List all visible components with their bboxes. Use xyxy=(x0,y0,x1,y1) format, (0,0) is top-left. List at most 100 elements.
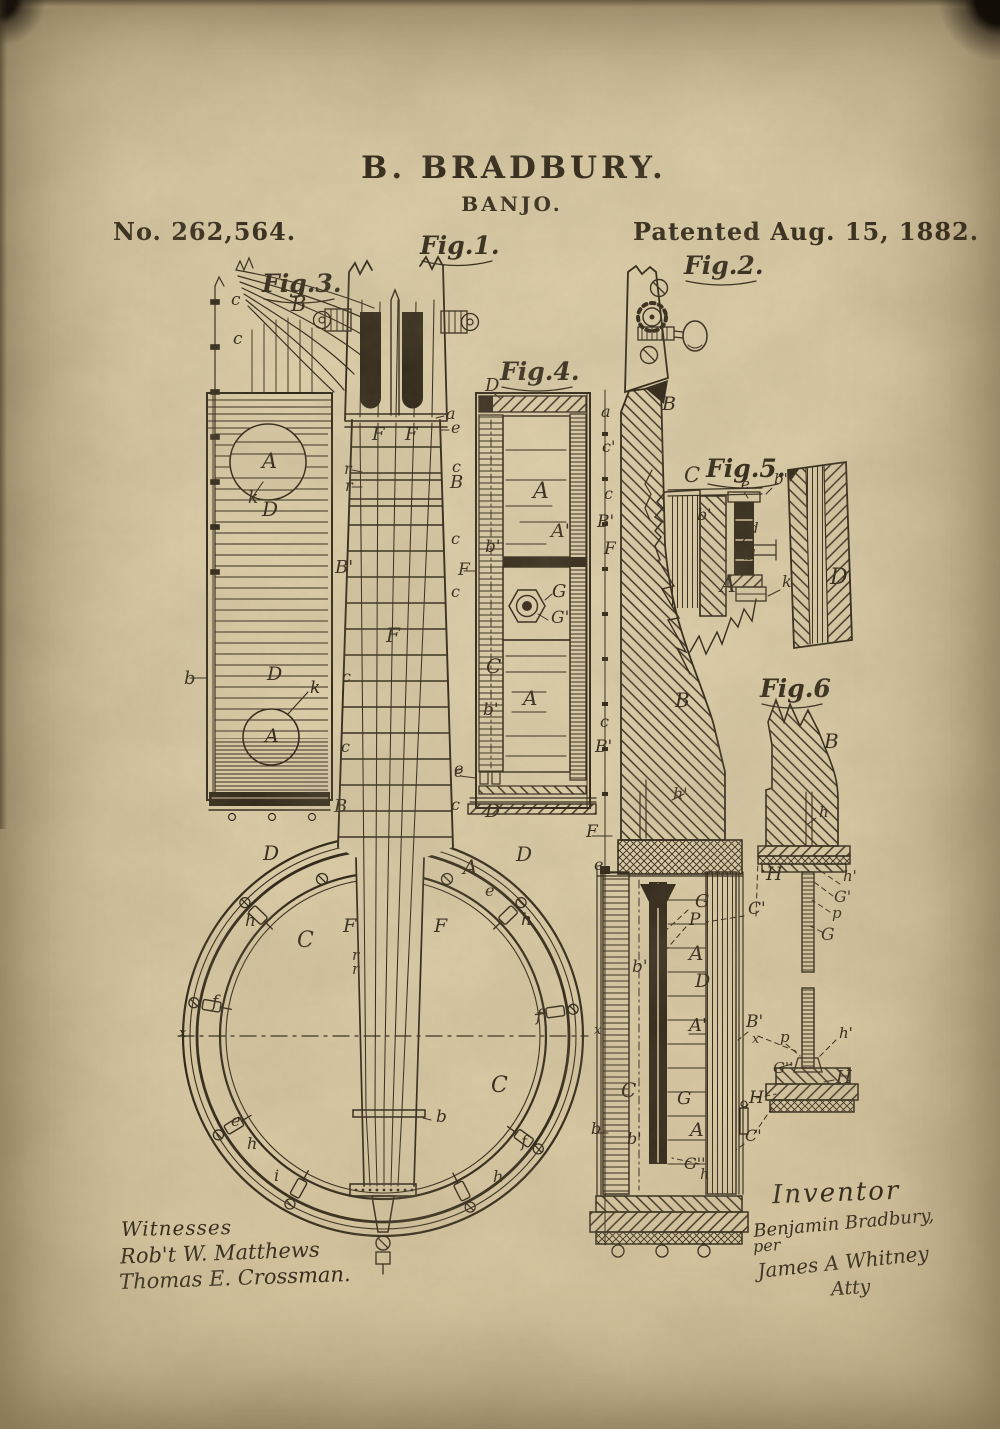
part-label-D: D xyxy=(829,565,848,590)
part-label-C: C xyxy=(297,928,314,953)
part-label-D: D xyxy=(266,663,282,685)
part-label-r: r xyxy=(352,960,360,978)
part-label-h: h xyxy=(819,803,829,821)
part-label-D: D xyxy=(484,375,500,396)
part-label-c': c' xyxy=(602,437,615,456)
part-label-D: D xyxy=(694,970,710,992)
part-label-b'': b'' xyxy=(774,470,792,488)
corner-mark-top-left xyxy=(0,0,80,46)
part-label-e: e xyxy=(594,855,603,874)
part-label-a: a xyxy=(601,402,611,421)
part-label-b': b' xyxy=(697,505,712,524)
part-label-G: G xyxy=(695,891,709,912)
part-label-D: D xyxy=(515,842,532,866)
part-label-r: r xyxy=(345,476,354,495)
fig1-label: Fig.1. xyxy=(419,231,500,260)
part-label-b: b xyxy=(436,1107,447,1127)
part-label-F: F xyxy=(404,424,419,445)
part-label-i: i xyxy=(742,557,746,573)
part-label-x: x xyxy=(179,1026,187,1041)
part-label-F: F xyxy=(433,915,448,937)
part-label-P: P xyxy=(688,910,701,930)
part-label-k: k xyxy=(782,572,792,591)
part-label-x: x xyxy=(752,1032,760,1047)
part-label-h: h xyxy=(493,1167,503,1186)
corner-mark-top-right xyxy=(890,0,1000,60)
part-label-c: c xyxy=(451,529,460,548)
part-label-c: c xyxy=(342,667,351,686)
part-label-F: F xyxy=(342,915,357,937)
part-label-B: B xyxy=(823,729,839,753)
witnesses-heading: Witnesses xyxy=(120,1215,233,1241)
part-label-A: A xyxy=(718,573,736,598)
fig1-neck-fill xyxy=(338,420,453,1186)
fig4-label: Fig.4. xyxy=(499,357,580,386)
part-label-A: A xyxy=(461,855,477,879)
part-label-G'': G'' xyxy=(773,1059,793,1077)
part-label-A: A xyxy=(260,449,277,473)
part-label-c: c xyxy=(600,712,609,731)
part-label-b': b' xyxy=(632,957,648,977)
part-label-D: D xyxy=(484,800,500,822)
part-label-F: F xyxy=(585,822,599,842)
part-label-c: c xyxy=(231,290,241,310)
part-label-b: b xyxy=(184,668,196,689)
part-label-b': b' xyxy=(485,537,501,557)
part-label-h: h xyxy=(247,1134,257,1153)
part-label-G: G xyxy=(552,581,566,602)
part-label-p: p xyxy=(780,1028,790,1046)
part-label-p: p xyxy=(832,904,842,922)
part-label-B: B xyxy=(333,796,347,817)
part-label-F: F xyxy=(385,623,401,647)
part-label-A: A xyxy=(521,686,537,710)
scan-edge-top xyxy=(0,0,1000,10)
part-label-c: c xyxy=(604,484,613,503)
part-label-e: e xyxy=(741,475,750,493)
part-label-h': h' xyxy=(673,784,688,803)
part-label-A: A xyxy=(263,725,279,747)
part-label-e: e xyxy=(454,762,463,781)
patent-date: Patented Aug. 15, 1882. xyxy=(633,217,980,246)
page-title: B. BRADBURY. xyxy=(361,150,667,186)
invention-title: BANJO. xyxy=(461,192,563,216)
part-label-c: c xyxy=(233,329,243,349)
part-label-k: k xyxy=(310,678,320,698)
part-label-A: A xyxy=(688,1119,704,1141)
part-label-C: C xyxy=(621,1078,636,1102)
part-label-A': A' xyxy=(549,520,570,542)
part-label-b': b' xyxy=(483,700,499,720)
part-label-d: d xyxy=(749,519,759,537)
attorney-title: Atty xyxy=(830,1275,872,1301)
part-label-B: B xyxy=(661,393,676,415)
part-label-c: c xyxy=(341,737,350,756)
part-label-C: C xyxy=(486,654,501,678)
part-label-h: h xyxy=(245,911,256,931)
part-label-e: e xyxy=(451,418,460,437)
fig4-drawing xyxy=(459,391,597,815)
part-label-f': f' xyxy=(534,1006,547,1026)
part-label-h: h xyxy=(700,1165,710,1183)
part-label-e: e xyxy=(485,881,494,900)
fig2-label: Fig.2. xyxy=(683,251,764,280)
inventor-heading: Inventor xyxy=(771,1175,901,1211)
fig6-label: Fig.6 xyxy=(759,674,831,703)
part-label-c: c xyxy=(451,582,460,601)
part-label-D: D xyxy=(261,497,278,521)
part-label-h': h' xyxy=(843,867,857,885)
part-label-B': B' xyxy=(334,557,353,578)
part-label-B': B' xyxy=(745,1012,763,1032)
part-label-G: G xyxy=(677,1088,691,1109)
patent-number: No. 262,564. xyxy=(113,217,297,246)
part-label-x: x xyxy=(594,1023,602,1038)
part-label-A: A xyxy=(687,941,703,965)
part-label-B: B xyxy=(290,292,306,316)
per-label: per xyxy=(752,1235,781,1256)
part-label-F: F xyxy=(603,539,617,559)
scan-edge-left xyxy=(0,0,7,829)
part-label-C: C xyxy=(491,1073,508,1098)
part-label-B: B xyxy=(449,472,463,493)
part-label-B': B' xyxy=(594,737,612,757)
part-label-G: G xyxy=(821,925,835,945)
part-label-B: B xyxy=(674,688,690,712)
